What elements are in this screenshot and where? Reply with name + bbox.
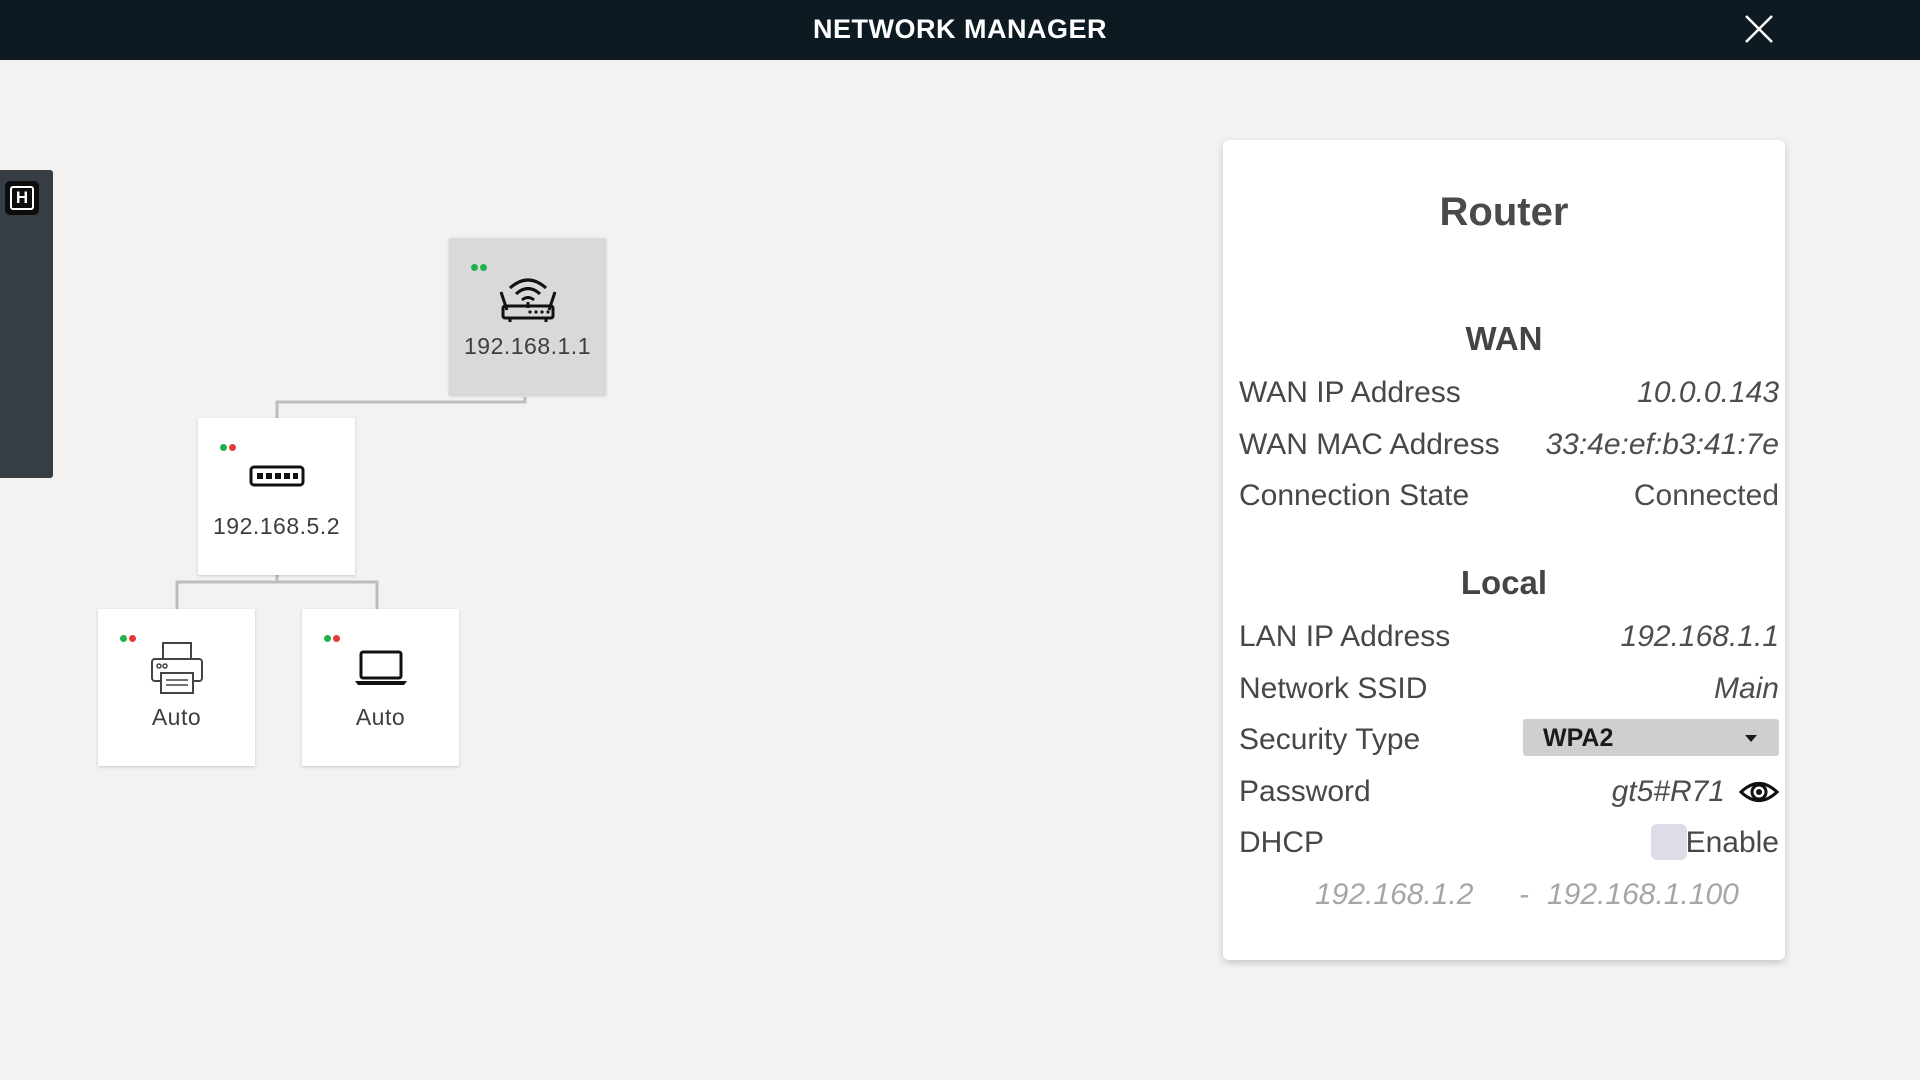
password-row: Password gt5#R71 <box>1239 775 1780 815</box>
dhcp-range-start[interactable]: 192.168.1.2 <box>1315 878 1474 911</box>
printer-label: Auto <box>151 704 202 730</box>
show-password-button[interactable] <box>1738 777 1780 807</box>
dhcp-enable-checkbox[interactable] <box>1651 824 1687 860</box>
dhcp-label: DHCP <box>1239 826 1325 859</box>
wan-heading: WAN <box>1465 320 1543 357</box>
h-badge-icon: H <box>10 186 34 210</box>
led-green <box>120 635 127 642</box>
laptop-node[interactable]: Auto <box>302 609 459 766</box>
switch-node[interactable]: 192.168.5.2 <box>198 418 355 575</box>
dhcp-range-end[interactable]: 192.168.1.100 <box>1547 878 1739 911</box>
eye-icon <box>1738 782 1780 802</box>
password-label: Password <box>1239 775 1371 808</box>
laptop-icon <box>354 650 407 685</box>
lan-ip-row: LAN IP Address 192.168.1.1 <box>1239 620 1779 660</box>
wifi-router-icon <box>499 278 556 322</box>
close-button[interactable] <box>1738 10 1778 50</box>
router-ip-label: 192.168.1.1 <box>463 333 591 359</box>
connection-state-row: Connection State Connected <box>1239 479 1779 519</box>
dhcp-enable-label: Enable <box>1685 826 1779 859</box>
wan-ip-row: WAN IP Address 10.0.0.143 <box>1239 376 1779 416</box>
ssid-label: Network SSID <box>1239 672 1428 705</box>
close-icon <box>1745 15 1773 43</box>
led-green <box>480 264 487 271</box>
link-router-switch <box>275 397 527 418</box>
status-leds <box>220 438 238 456</box>
network-switch-icon <box>249 465 304 487</box>
lan-ip-label: LAN IP Address <box>1239 620 1451 653</box>
ssid-value: Main <box>1713 672 1779 705</box>
password-value: gt5#R71 <box>1611 775 1725 808</box>
side-panel: H <box>0 170 53 478</box>
status-leds <box>471 258 489 276</box>
security-type-row: Security Type WPA2 <box>1239 719 1779 763</box>
printer-icon <box>150 642 203 694</box>
dhcp-row: DHCP Enable <box>1239 824 1779 866</box>
status-leds <box>120 629 138 647</box>
chevron-down-icon <box>1745 735 1757 742</box>
wan-mac-label: WAN MAC Address <box>1239 428 1500 461</box>
title-bar: NETWORK MANAGER <box>0 0 1920 60</box>
connection-state-value: Connected <box>1633 479 1779 512</box>
wan-mac-row: WAN MAC Address 33:4e:ef:b3:41:7e <box>1239 428 1779 468</box>
status-leds <box>324 629 342 647</box>
lan-ip-value: 192.168.1.1 <box>1620 620 1779 653</box>
switch-ip-label: 192.168.5.2 <box>212 513 340 539</box>
led-red <box>229 444 236 451</box>
led-green <box>220 444 227 451</box>
ssid-row: Network SSID Main <box>1239 672 1779 712</box>
wan-mac-value: 33:4e:ef:b3:41:7e <box>1545 428 1779 461</box>
wan-ip-label: WAN IP Address <box>1239 376 1461 409</box>
security-type-select[interactable]: WPA2 <box>1523 719 1779 756</box>
security-type-label: Security Type <box>1239 723 1421 756</box>
connection-state-label: Connection State <box>1239 479 1470 512</box>
router-details-card: Router WAN WAN IP Address 10.0.0.143 WAN… <box>1223 140 1785 960</box>
local-heading: Local <box>1460 564 1548 601</box>
led-red <box>333 635 340 642</box>
wan-ip-value: 10.0.0.143 <box>1637 376 1779 409</box>
details-title: Router <box>1439 190 1569 234</box>
link-switch-laptop <box>277 580 379 609</box>
app-title: NETWORK MANAGER <box>813 14 1107 44</box>
dhcp-range-separator: - <box>1519 878 1529 911</box>
security-type-value: WPA2 <box>1543 724 1614 752</box>
led-red <box>129 635 136 642</box>
laptop-label: Auto <box>355 704 406 730</box>
router-node[interactable]: 192.168.1.1 <box>449 238 606 395</box>
dhcp-range-row: 192.168.1.2 - 192.168.1.100 <box>1239 878 1779 918</box>
h-badge-button[interactable]: H <box>5 181 39 215</box>
led-green <box>471 264 478 271</box>
link-switch-printer <box>175 575 279 609</box>
led-green <box>324 635 331 642</box>
printer-node[interactable]: Auto <box>98 609 255 766</box>
